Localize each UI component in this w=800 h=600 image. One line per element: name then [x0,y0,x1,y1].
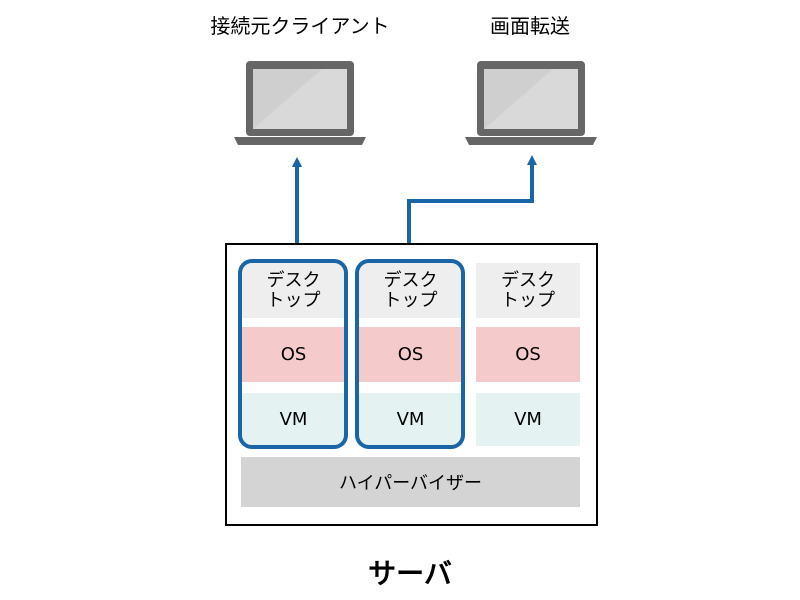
server-label: サーバ [368,557,452,590]
vm-highlight-frame [238,259,348,449]
vm-cell: VM [358,393,463,446]
desktop-cell: デスク トップ [358,263,463,318]
os-cell: OS [358,327,463,382]
screen-transfer-label: 画面転送 [490,14,570,38]
vm-highlight-frame [355,259,465,449]
desktop-cell: デスク トップ [241,263,346,318]
laptop-icon [465,61,597,145]
hypervisor-bar: ハイパーバイザー [241,457,580,507]
os-cell: OS [476,327,580,382]
client-label: 接続元クライアント [210,14,390,38]
laptop-icon [234,61,366,145]
vm-cell: VM [241,393,346,446]
arrow-screen-transfer [407,155,537,262]
os-cell: OS [241,327,346,382]
desktop-cell: デスク トップ [476,263,580,318]
vm-cell: VM [476,393,580,446]
